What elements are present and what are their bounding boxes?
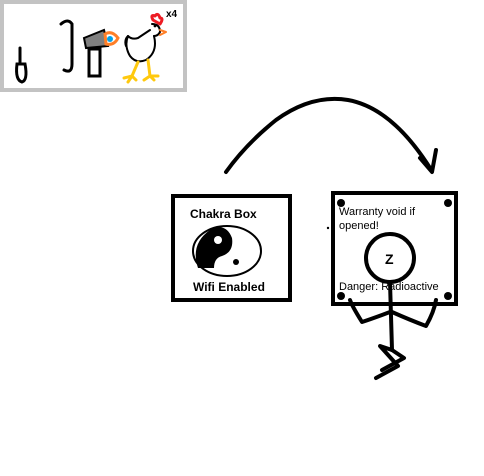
corner-bolt-icon bbox=[337, 199, 345, 207]
inventory-panel: x4 bbox=[0, 0, 187, 92]
corner-bolt-icon bbox=[444, 199, 452, 207]
warranty-warning-line1: Warranty void if bbox=[339, 206, 416, 218]
warranty-warning-line2: opened! bbox=[339, 220, 379, 232]
chakra-box-caption: Wifi Enabled bbox=[193, 280, 265, 294]
stray-dot bbox=[326, 226, 330, 230]
chakra-box[interactable]: Chakra Box Wifi Enabled bbox=[171, 194, 292, 302]
head-letter: Z bbox=[385, 251, 394, 267]
chakra-box-title: Chakra Box bbox=[190, 207, 257, 221]
corner-bolt-icon bbox=[337, 292, 345, 300]
chicken-icon[interactable] bbox=[122, 12, 167, 84]
corner-bolt-icon bbox=[444, 292, 452, 300]
stick-figure-body bbox=[348, 280, 438, 380]
chicken-count-badge: x4 bbox=[166, 9, 178, 20]
lever-icon[interactable] bbox=[15, 46, 28, 84]
transfer-arrow-icon bbox=[224, 96, 438, 174]
radioactive-box[interactable]: Warranty void if opened! Z Danger: Radio… bbox=[331, 191, 458, 306]
yin-yang-icon bbox=[192, 225, 262, 277]
blowtorch-icon[interactable] bbox=[82, 28, 120, 78]
hook-icon[interactable] bbox=[59, 19, 74, 73]
